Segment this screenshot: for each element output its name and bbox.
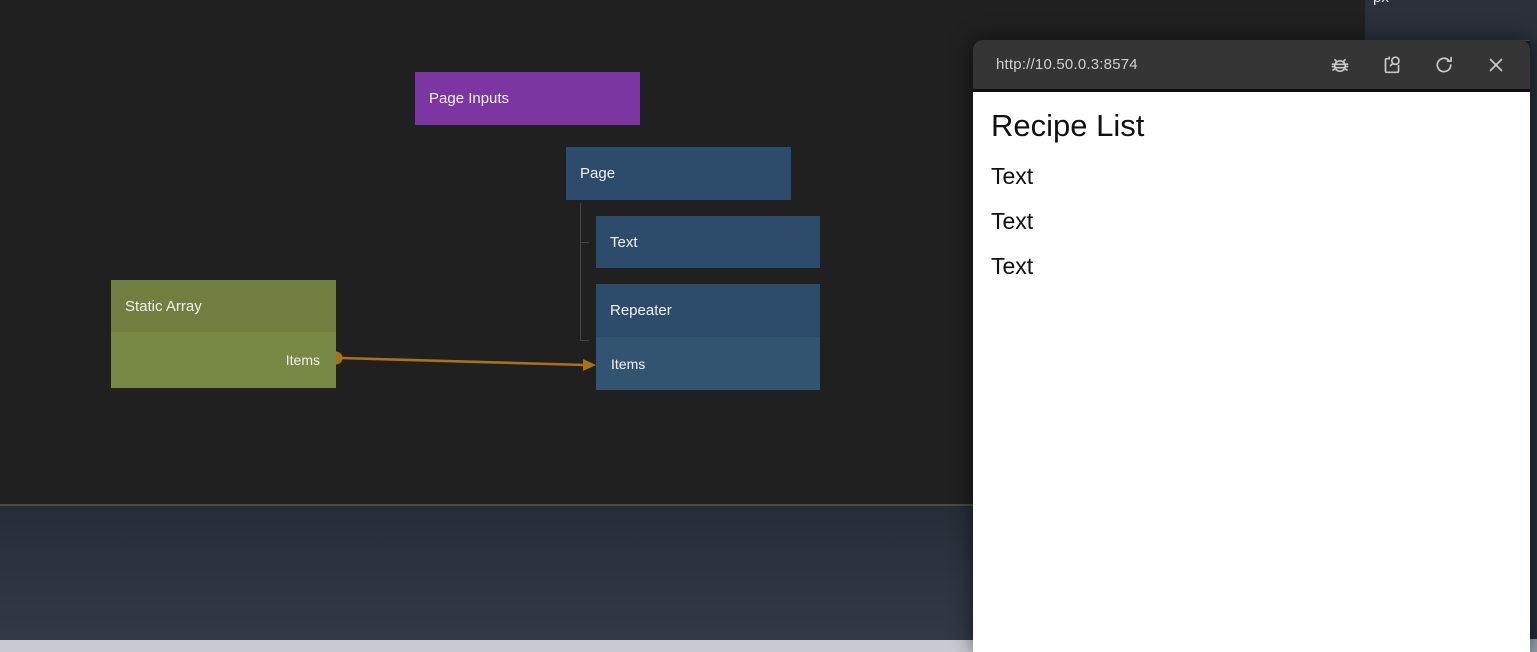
right-scrollbar-fragment[interactable] (1530, 639, 1537, 652)
open-in-browser-icon (1384, 55, 1400, 73)
debug-button[interactable] (1322, 47, 1358, 83)
preview-url[interactable]: http://10.50.0.3:8574 (996, 56, 1138, 73)
list-item: Text (991, 163, 1034, 189)
node-label: Repeater (610, 302, 672, 319)
static-array-items-port[interactable]: Items (111, 332, 336, 388)
node-label: Static Array (125, 297, 202, 315)
node-static-array[interactable]: Static Array Items (111, 280, 336, 388)
node-repeater[interactable]: Repeater Items (596, 284, 820, 390)
properties-panel-fragment: px (1365, 0, 1537, 41)
debug-bug-icon (1331, 58, 1349, 72)
node-label: Page (580, 165, 616, 182)
unit-label: px (1373, 0, 1389, 6)
right-panel-sliver (1530, 40, 1537, 640)
app-title: Recipe List (991, 108, 1145, 143)
close-icon (1489, 58, 1503, 71)
tree-connector-vertical (580, 203, 581, 340)
list-item: Text (991, 253, 1034, 279)
port-label: Items (285, 352, 320, 368)
tree-connector-tick-text (580, 242, 589, 243)
node-page-inputs[interactable]: Page Inputs (415, 72, 640, 125)
close-button[interactable] (1478, 47, 1514, 83)
preview-window: http://10.50.0.3:8574 (973, 40, 1530, 652)
canvas-bottom-divider (0, 504, 1537, 506)
repeater-items-port[interactable]: Items (596, 337, 820, 390)
node-label: Text (610, 233, 638, 251)
node-page[interactable]: Page (566, 147, 791, 200)
tree-connector-tick-repeater (580, 340, 589, 341)
port-label: Items (611, 355, 646, 372)
preview-app-content: Recipe List Text Text Text (973, 92, 1530, 652)
connection-wire[interactable] (329, 351, 597, 372)
open-in-browser-button[interactable] (1374, 47, 1410, 83)
refresh-button[interactable] (1426, 47, 1462, 83)
node-text[interactable]: Text (596, 216, 820, 268)
node-label: Page Inputs (429, 90, 510, 107)
list-item: Text (991, 208, 1034, 234)
refresh-icon (1436, 56, 1452, 73)
preview-header: http://10.50.0.3:8574 (973, 40, 1530, 92)
